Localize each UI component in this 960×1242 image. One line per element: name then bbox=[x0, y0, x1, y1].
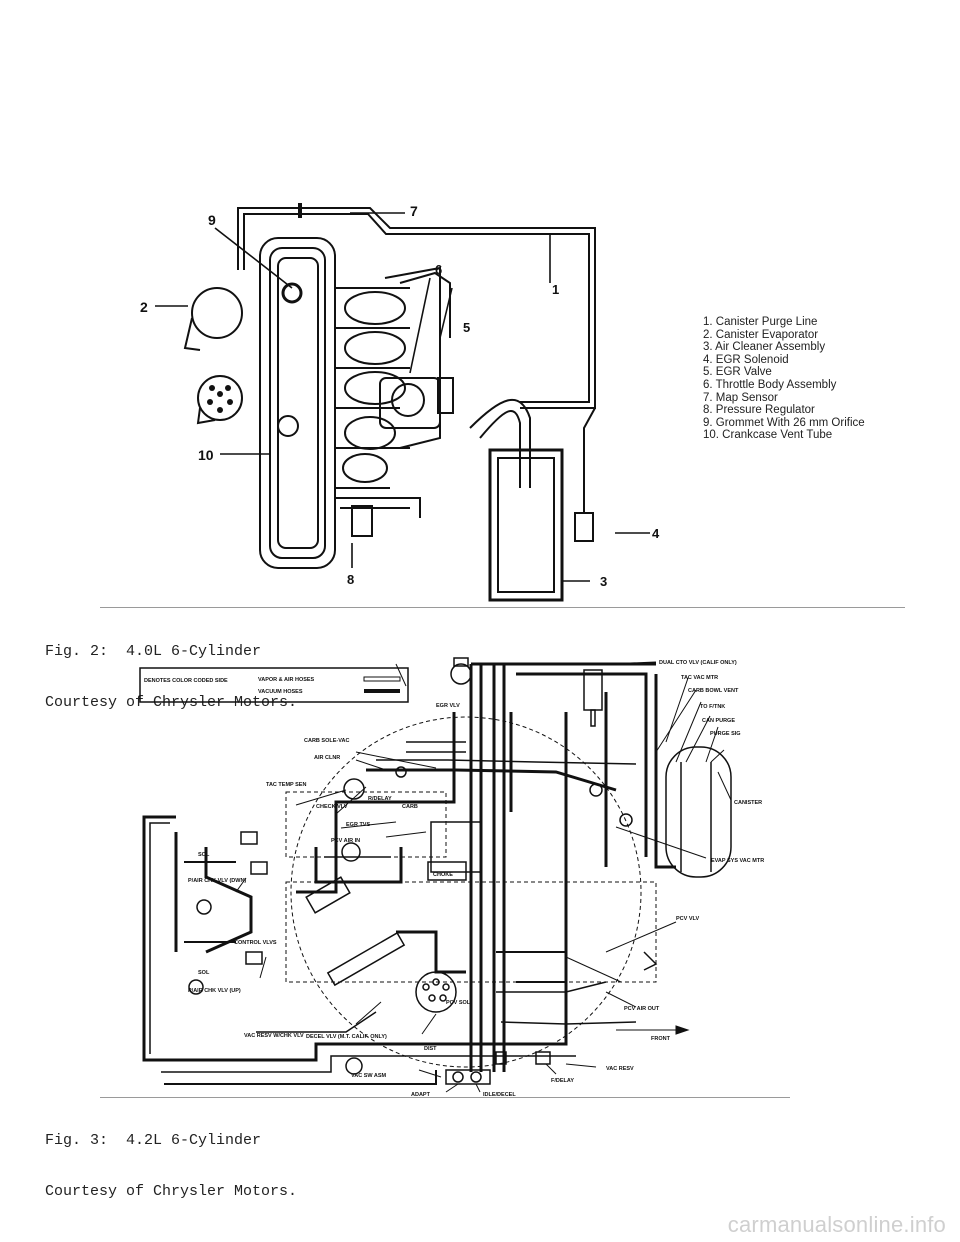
fig2-callout-1: 1 bbox=[552, 282, 559, 297]
label-pair-chk-down: P/AIR CHK VLV (DWN) bbox=[188, 878, 246, 884]
label-can-purge: CAN PURGE bbox=[702, 718, 735, 724]
label-idle-decel: IDLE/DECEL bbox=[483, 1092, 516, 1098]
fig2-legend: 1. Canister Purge Line 2. Canister Evapo… bbox=[703, 316, 865, 442]
figure-2-svg: 9 2 3 4 5 6 7 1 8 10 bbox=[140, 203, 660, 602]
label-carb-sole-vac: CARB SOLE-VAC bbox=[304, 738, 349, 744]
fig2-legend-item: 4. EGR Solenoid bbox=[703, 353, 789, 366]
fig2-legend-item: 2. Canister Evaporator bbox=[703, 328, 819, 341]
label-vac-resv: VAC RESV bbox=[606, 1066, 634, 1072]
label-sol-top: SOL bbox=[198, 852, 210, 858]
fig2-callout-8: 8 bbox=[347, 572, 354, 587]
label-sol-bottom: SOL bbox=[198, 970, 210, 976]
fig2-callout-9: 9 bbox=[208, 212, 216, 228]
label-dual-cto-vlv: DUAL CTO VLV (CALIF ONLY) bbox=[659, 660, 737, 666]
fig2-callout-5: 5 bbox=[463, 320, 470, 335]
figure-3-svg: DENOTES COLOR CODED SIDE VAPOR & AIR HOS… bbox=[139, 657, 764, 1098]
fig2-callout-2: 2 bbox=[140, 299, 148, 315]
label-pcv-air-in: PCV AIR IN bbox=[331, 838, 360, 844]
label-evap-sys: EVAP SYS VAC MTR bbox=[711, 858, 764, 864]
label-carb: CARB bbox=[402, 804, 418, 810]
label-control-vlvs: CONTROL VLVS bbox=[234, 940, 277, 946]
fig3-caption-rule bbox=[100, 1097, 790, 1098]
key-vapor-hoses: VAPOR & AIR HOSES bbox=[258, 677, 315, 683]
fig2-caption-rule bbox=[100, 607, 905, 608]
label-pcv-vlv: PCV VLV bbox=[676, 916, 699, 922]
fig2-callout-6: 6 bbox=[435, 262, 442, 277]
label-pair-chk-up: P/AIR CHK VLV (UP) bbox=[188, 988, 241, 994]
fig2-callout-4: 4 bbox=[652, 526, 660, 541]
label-pcv-air-out: PCV AIR OUT bbox=[624, 1006, 660, 1012]
label-pcv-sol: PCV SOL bbox=[446, 1000, 471, 1006]
label-tac-temp-sen: TAC TEMP SEN bbox=[266, 782, 306, 788]
figure-2-engine-diagram: 9 2 3 4 5 6 7 1 8 10 bbox=[120, 188, 690, 608]
label-tac-vac-mtr: TAC VAC MTR bbox=[681, 675, 718, 681]
label-adapt: ADAPT bbox=[411, 1092, 431, 1098]
key-color-coded: DENOTES COLOR CODED SIDE bbox=[144, 678, 228, 684]
key-vacuum-hoses: VACUUM HOSES bbox=[258, 689, 303, 695]
label-canister: CANISTER bbox=[734, 800, 762, 806]
fig3-caption: Fig. 3: 4.2L 6-Cylinder Courtesy of Chry… bbox=[45, 1098, 297, 1217]
label-air-clnr: AIR CLNR bbox=[314, 755, 340, 761]
figure-3-vacuum-diagram: DENOTES COLOR CODED SIDE VAPOR & AIR HOS… bbox=[136, 652, 786, 1098]
fig3-caption-title: Fig. 3: 4.2L 6-Cylinder bbox=[45, 1132, 262, 1149]
label-purge-sig: PURGE SIG bbox=[710, 731, 741, 737]
fig2-legend-item: 3. Air Cleaner Assembly bbox=[703, 341, 826, 354]
fig2-legend-item: 10. Crankcase Vent Tube bbox=[703, 429, 833, 442]
label-check-vlv: CHECK VLV bbox=[316, 804, 348, 810]
fig2-callout-10: 10 bbox=[198, 447, 214, 463]
label-decel-vlv: DECEL VLV (M.T. CALIF. ONLY) bbox=[306, 1034, 387, 1040]
fig2-legend-item: 6. Throttle Body Assembly bbox=[703, 378, 837, 391]
label-egr-tvs: EGR TVS bbox=[346, 822, 370, 828]
label-f-delay: F/DELAY bbox=[551, 1078, 574, 1084]
fig2-legend-item: 8. Pressure Regulator bbox=[703, 404, 815, 417]
label-front: FRONT bbox=[651, 1036, 671, 1042]
watermark: carmanualsonline.info bbox=[727, 1212, 946, 1237]
label-carb-bowl-vent: CARB BOWL VENT bbox=[688, 688, 739, 694]
label-choke: CHOKE bbox=[433, 872, 453, 878]
label-r-delay: R/DELAY bbox=[368, 796, 392, 802]
fig2-legend-item: 7. Map Sensor bbox=[703, 391, 778, 404]
fig3-caption-credit: Courtesy of Chrysler Motors. bbox=[45, 1183, 298, 1200]
fig2-legend-item: 1. Canister Purge Line bbox=[703, 316, 818, 328]
fig2-legend-item: 5. EGR Valve bbox=[703, 366, 772, 379]
fig2-caption-title: Fig. 2: 4.0L 6-Cylinder bbox=[45, 643, 262, 660]
fig2-callout-3: 3 bbox=[600, 574, 607, 589]
label-to-ftnk: TO F/TNK bbox=[700, 704, 725, 710]
label-dist: DIST bbox=[424, 1046, 437, 1052]
label-egr-vlv: EGR VLV bbox=[436, 703, 460, 709]
label-vac-sw-asm: VAC SW ASM bbox=[351, 1073, 387, 1079]
fig2-legend-item: 9. Grommet With 26 mm Orifice bbox=[703, 416, 865, 429]
fig2-callout-7: 7 bbox=[410, 203, 418, 219]
label-vac-resv-chk: VAC RESV W/CHK VLV bbox=[244, 1033, 304, 1039]
